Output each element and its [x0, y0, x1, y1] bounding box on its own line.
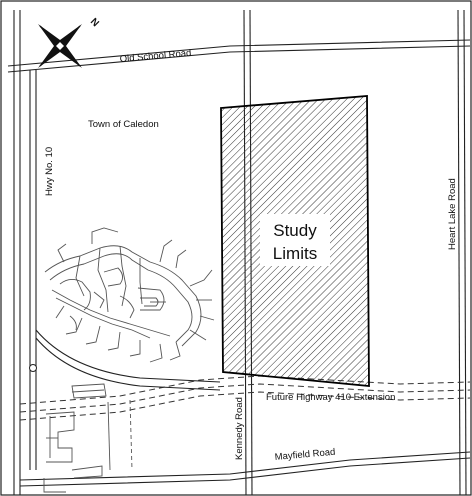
subdivision-streets: [44, 227, 215, 363]
town-label: Town of Caledon: [88, 119, 159, 130]
study-label-line1: Study: [273, 221, 317, 240]
hwy-10-road: [13, 10, 37, 495]
study-label-backdrop: [260, 214, 330, 266]
north-label: N: [88, 16, 101, 29]
mayfield-road-label: Mayfield Road: [274, 447, 335, 463]
north-arrow-icon: [38, 24, 82, 68]
hwy-410-label: Future Highway 410 Extension: [266, 392, 395, 403]
lower-left-blocks: [43, 383, 133, 493]
study-label-line2: Limits: [273, 244, 317, 263]
heart-lake-road-label: Heart Lake Road: [447, 178, 458, 250]
kennedy-road-label: Kennedy Road: [234, 397, 245, 460]
mayfield-road: [19, 451, 471, 487]
old-school-road: [7, 39, 471, 73]
curved-arterial: [35, 329, 221, 391]
hwy-10-label: Hwy No. 10: [44, 147, 55, 196]
heart-lake-road: [457, 9, 467, 496]
old-school-road-label: Old School Road: [119, 48, 192, 65]
road-marker-icon: [29, 364, 37, 372]
